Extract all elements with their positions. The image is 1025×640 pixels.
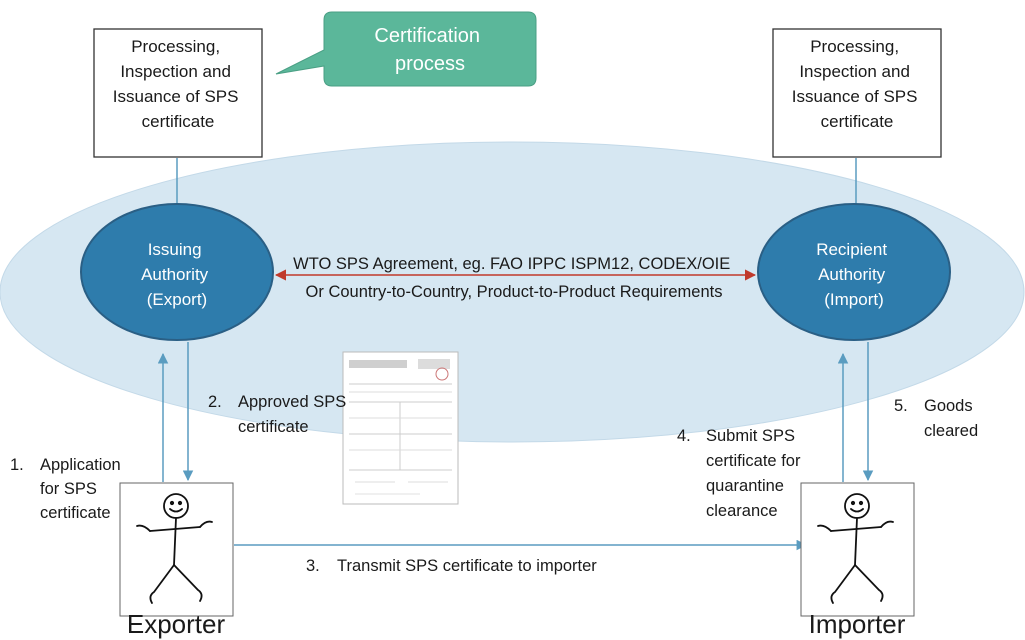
svg-text:Issuing Authority: Issuing Authority (Export)	[141, 240, 213, 309]
importer-label: Importer	[809, 609, 906, 639]
step-5-line-2: cleared	[924, 422, 978, 440]
processing-box-left: Processing, Inspection and Issuance of S…	[93, 28, 263, 158]
step-2-number: 2.	[208, 393, 222, 411]
processing-right-line-3: Issuance of SPS	[792, 87, 918, 106]
svg-text:Processing, Inspection a: Processing, Inspection and Issuance of S…	[792, 37, 922, 131]
step-1-label: 1. Application for SPS certificate	[10, 456, 125, 522]
recipient-authority-line-3: (Import)	[824, 290, 884, 309]
step-4-line-4: clearance	[706, 502, 778, 520]
exporter-stick-figure-icon	[136, 493, 213, 604]
svg-text:Application for SPS: Application for SPS certificate	[40, 456, 125, 522]
processing-left-line-3: Issuance of SPS	[113, 87, 239, 106]
step-4-line-3: quarantine	[706, 477, 784, 495]
svg-text:Goods cleared: Goods cleared	[924, 397, 978, 440]
step-4-label: 4. Submit SPS certificate for quarantine…	[677, 427, 805, 520]
callout-line-1: Certification	[374, 25, 480, 47]
agreement-line-2: Or Country-to-Country, Product-to-Produc…	[306, 283, 723, 301]
step-4-line-2: certificate for	[706, 452, 801, 470]
issuing-authority-line-1: Issuing	[148, 240, 202, 259]
svg-text:Submit SPS certificate f: Submit SPS certificate for quarantine cl…	[706, 427, 805, 520]
step-4-number: 4.	[677, 427, 691, 445]
step-2-line-1: Approved SPS	[238, 393, 346, 411]
processing-right-line-4: certificate	[821, 112, 894, 131]
svg-text:Certification process: Certification process	[374, 25, 485, 75]
sps-certificate-document-icon	[342, 351, 459, 505]
recipient-authority-line-2: Authority	[818, 265, 886, 284]
svg-text:WTO SPS Agreement, eg. FAO IPP: WTO SPS Agreement, eg. FAO IPPC ISPM12, …	[293, 255, 735, 301]
step-5-line-1: Goods	[924, 397, 973, 415]
exporter-actor	[119, 482, 234, 617]
agreement-line-1: WTO SPS Agreement, eg. FAO IPPC ISPM12, …	[293, 255, 730, 273]
step-2-label: 2. Approved SPS certificate	[208, 393, 351, 436]
step-3-label: 3. Transmit SPS certificate to importer	[306, 557, 597, 575]
svg-text:Processing, Inspection a: Processing, Inspection and Issuance of S…	[113, 37, 243, 131]
step-1-line-2: for SPS	[40, 480, 97, 498]
step-5-label: 5. Goods cleared	[894, 397, 978, 440]
recipient-authority-node: Recipient Authority (Import)	[757, 203, 951, 341]
certification-process-callout: Certification process	[275, 11, 537, 87]
importer-stick-figure-icon	[817, 493, 894, 604]
step-1-number: 1.	[10, 456, 24, 474]
processing-right-line-2: Inspection and	[799, 62, 910, 81]
processing-left-line-4: certificate	[142, 112, 215, 131]
processing-box-right: Processing, Inspection and Issuance of S…	[772, 28, 942, 158]
issuing-authority-line-3: (Export)	[147, 290, 207, 309]
step-3-number: 3.	[306, 557, 320, 575]
step-1-line-1: Application	[40, 456, 121, 474]
svg-text:Recipient Authority: Recipient Authority (Import)	[816, 240, 892, 309]
recipient-authority-line-1: Recipient	[816, 240, 887, 259]
processing-left-line-1: Processing,	[131, 37, 220, 56]
step-2-line-2: certificate	[238, 418, 309, 436]
step-5-number: 5.	[894, 397, 908, 415]
importer-actor	[800, 482, 915, 617]
issuing-authority-line-2: Authority	[141, 265, 209, 284]
svg-text:Approved SPS certificate: Approved SPS certificate	[238, 393, 351, 436]
processing-left-line-2: Inspection and	[120, 62, 231, 81]
step-4-line-1: Submit SPS	[706, 427, 795, 445]
certification-scope-ellipse	[0, 141, 1025, 443]
issuing-authority-node: Issuing Authority (Export)	[80, 203, 274, 341]
step-3-text: Transmit SPS certificate to importer	[337, 557, 597, 575]
processing-right-line-1: Processing,	[810, 37, 899, 56]
step-1-line-3: certificate	[40, 504, 111, 522]
callout-line-2: process	[395, 53, 465, 75]
exporter-label: Exporter	[127, 609, 226, 639]
